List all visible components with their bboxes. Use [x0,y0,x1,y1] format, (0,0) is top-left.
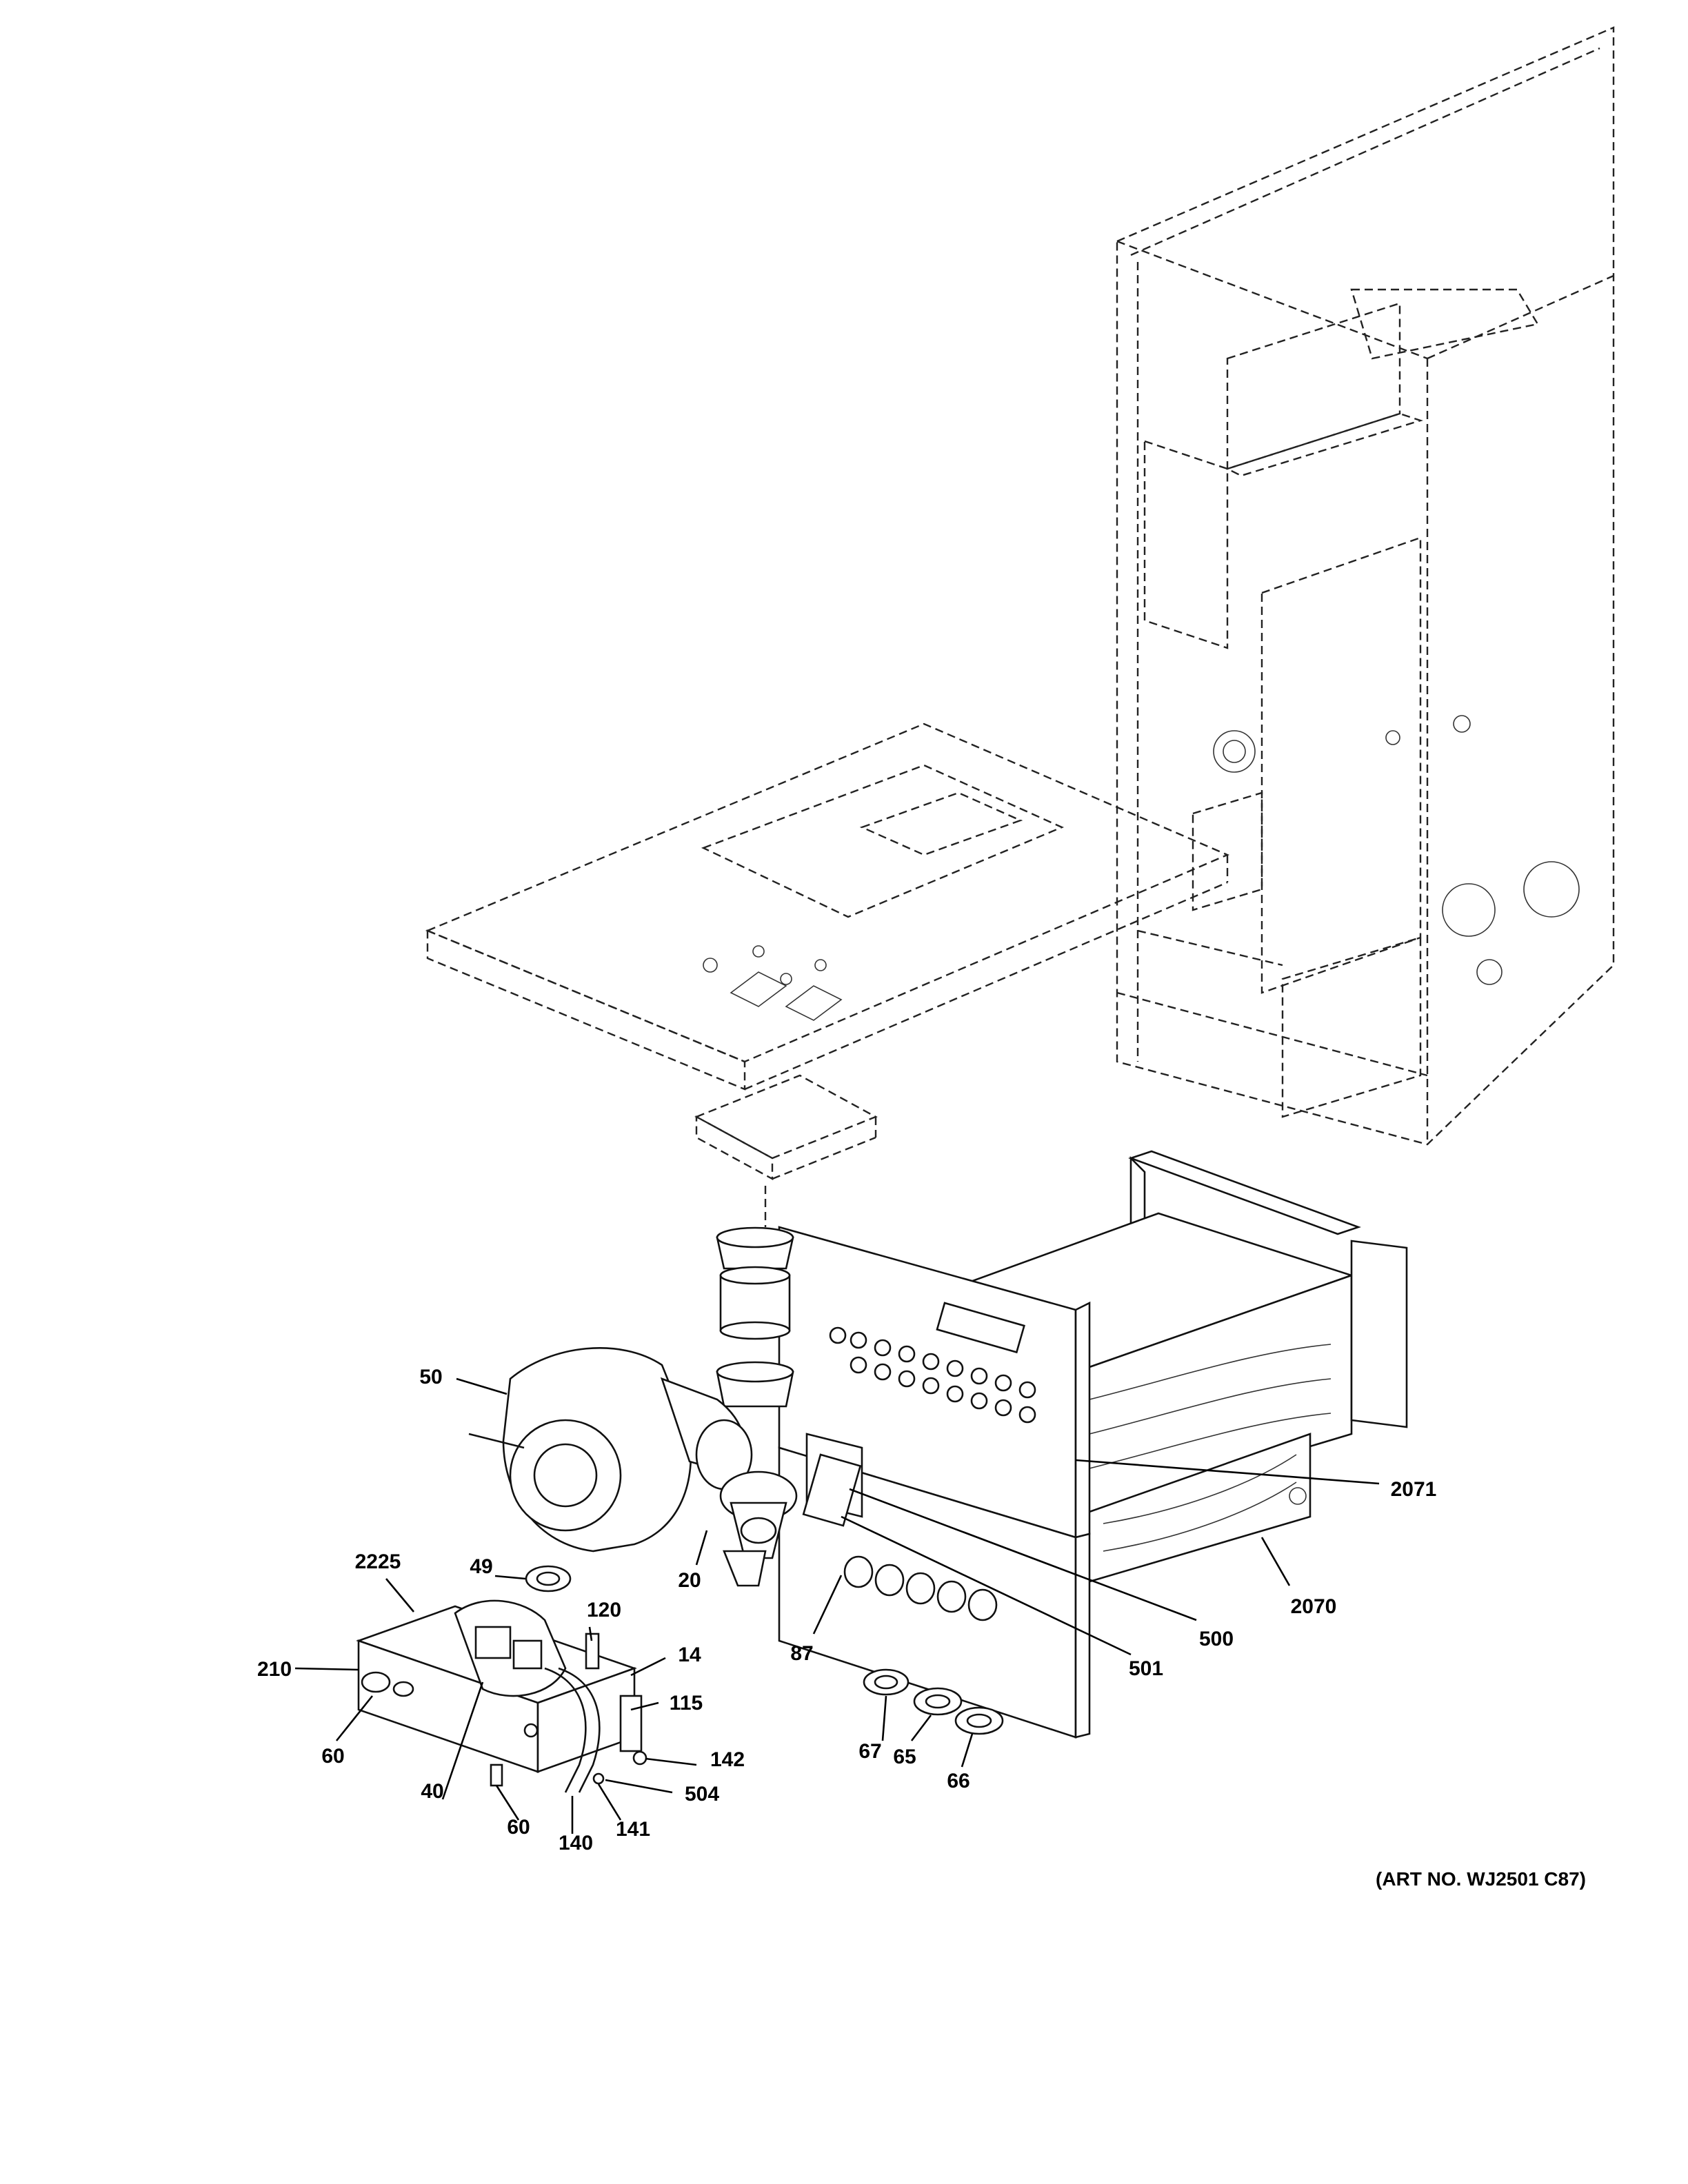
callout-20: 20 [678,1569,701,1592]
callout-504: 504 [685,1783,719,1806]
gas-valve-assembly [356,1599,643,1793]
callout-60-lower: 60 [507,1816,530,1839]
callout-2070: 2070 [1291,1595,1337,1618]
callout-500: 500 [1199,1628,1234,1650]
vent-collar [716,1226,794,1408]
callout-49: 49 [470,1555,492,1578]
loose-parts [490,1565,1004,1787]
callout-labels: 50 2071 2225 49 120 20 14 210 115 87 500… [257,1366,1436,1854]
callout-2225: 2225 [355,1550,401,1573]
callout-142: 142 [710,1748,745,1771]
cabinet-outline [1116,26,1615,1146]
inducer-blower [468,1347,862,1587]
burner-ports [829,1326,1036,1424]
callout-14: 14 [678,1644,701,1666]
callout-65: 65 [893,1746,916,1768]
art-number: (ART NO. WJ2501 C87) [1376,1868,1586,1890]
callout-501: 501 [1129,1657,1163,1680]
top-panel [425,722,1230,1091]
leader-lines [294,1377,1380,1834]
callout-66: 66 [947,1770,969,1792]
callout-115: 115 [670,1692,703,1715]
gasket [694,1074,878,1227]
callout-141: 141 [616,1818,650,1841]
callout-87: 87 [790,1642,813,1665]
callout-67: 67 [858,1740,881,1763]
callout-40: 40 [421,1780,443,1803]
callout-50: 50 [419,1366,442,1388]
grommet-row [843,1555,998,1621]
callout-140: 140 [559,1832,593,1854]
callout-120: 120 [587,1599,621,1621]
callout-210: 210 [257,1658,292,1681]
callout-60-upper: 60 [321,1745,344,1768]
callout-2071: 2071 [1391,1478,1437,1501]
